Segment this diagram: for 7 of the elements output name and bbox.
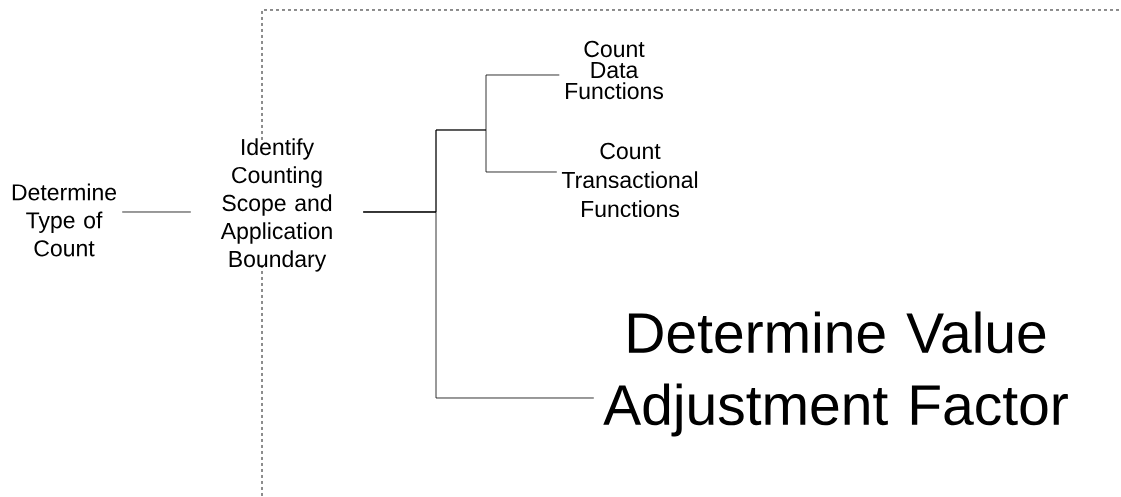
step-label: Identify Counting Scope and Application Boundary <box>220 138 332 272</box>
connector-line <box>121 211 192 213</box>
step-label: Count Data Functions <box>566 40 663 100</box>
step-label: Determine Value Adjustment Factor <box>603 311 1068 437</box>
step-label: Count Transactional Functions <box>561 142 698 218</box>
step-label: Determine Type of Count <box>12 183 117 257</box>
connector-line <box>362 211 595 399</box>
